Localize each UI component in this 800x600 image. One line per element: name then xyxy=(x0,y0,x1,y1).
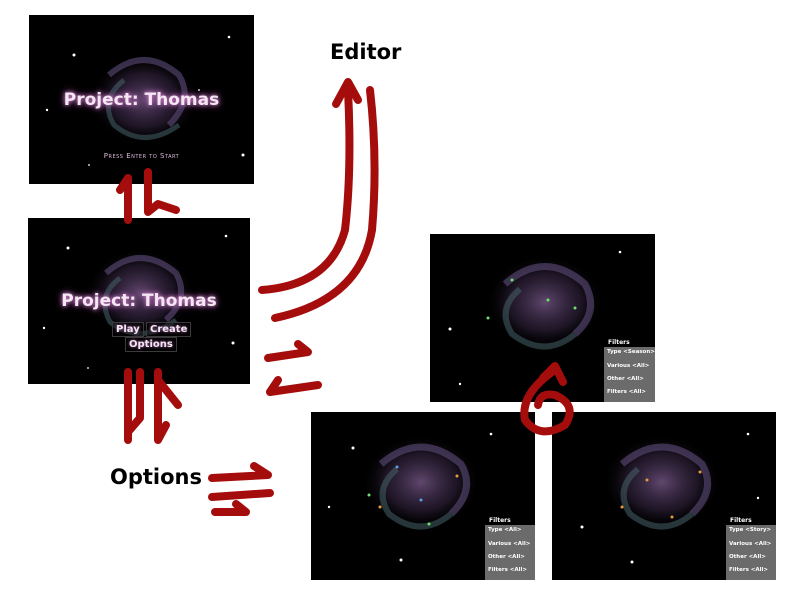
galaxy-background xyxy=(448,250,647,386)
arrow-menu-editor xyxy=(258,78,379,322)
filter-row-various[interactable]: Various <All> xyxy=(488,541,531,547)
filter-row-filters[interactable]: Filters <All> xyxy=(607,389,647,395)
filter-row-filters[interactable]: Filters <All> xyxy=(488,567,528,573)
galaxy-background xyxy=(580,432,760,564)
filter-row-type[interactable]: Type <Story> xyxy=(729,527,772,533)
galaxy-background xyxy=(45,35,245,166)
filter-row-other[interactable]: Other <All> xyxy=(488,554,525,560)
filters-panel: Filters Type <Story> Various <All> Other… xyxy=(726,518,776,580)
filters-heading: Filters xyxy=(608,339,630,346)
play-button[interactable]: Play xyxy=(112,322,144,337)
filter-row-type[interactable]: Type <All> xyxy=(488,527,522,533)
arrow-loop-filters xyxy=(520,362,574,436)
arrow-title-menu xyxy=(116,168,180,224)
menu-game-title: Project: Thomas xyxy=(61,291,217,311)
filter-row-other[interactable]: Other <All> xyxy=(729,554,766,560)
filter-row-various[interactable]: Various <All> xyxy=(607,363,650,369)
arrow-menu-filters xyxy=(264,340,322,396)
filter-row-filters[interactable]: Filters <All> xyxy=(729,567,769,573)
filters-heading: Filters xyxy=(489,517,511,524)
filters-panel: Filters Type <All> Various <All> Other <… xyxy=(485,518,535,580)
filters-heading: Filters xyxy=(730,517,752,524)
galaxy-background xyxy=(327,432,493,562)
options-label: Options xyxy=(110,465,202,489)
galaxy-background xyxy=(42,234,235,369)
arrow-options-filters xyxy=(208,462,274,516)
options-button[interactable]: Options xyxy=(125,337,177,352)
game-title: Project: Thomas xyxy=(63,90,220,110)
filter-screen-story: Filters Type <Story> Various <All> Other… xyxy=(552,412,776,580)
filter-row-other[interactable]: Other <All> xyxy=(607,376,644,382)
filter-row-various[interactable]: Various <All> xyxy=(729,541,772,547)
press-enter-prompt: Press Enter to Start xyxy=(103,152,180,160)
filter-screen-all: Filters Type <All> Various <All> Other <… xyxy=(311,412,535,580)
main-menu-screen: Project: Thomas Play Create Options xyxy=(28,218,250,384)
editor-label: Editor xyxy=(330,40,402,64)
filters-panel: Filters Type <Season> Various <All> Othe… xyxy=(604,340,655,402)
filter-screen-season: Filters Type <Season> Various <All> Othe… xyxy=(430,234,655,402)
filter-row-type[interactable]: Type <Season> xyxy=(607,349,655,355)
create-button[interactable]: Create xyxy=(146,322,192,337)
arrow-menu-options xyxy=(124,368,182,444)
title-screen: Project: Thomas Press Enter to Start xyxy=(29,15,254,184)
